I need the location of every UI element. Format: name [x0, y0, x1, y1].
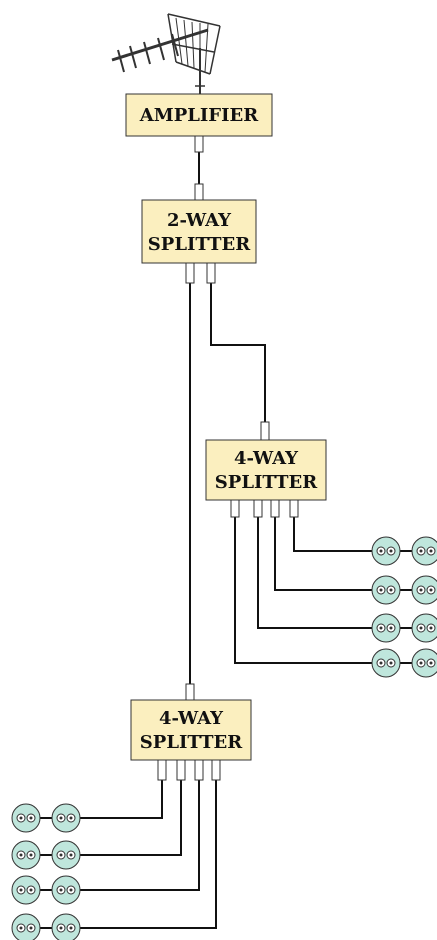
coax-plug-icon [289, 498, 299, 518]
coax-plug-icon [185, 683, 195, 701]
coax-plug-icon [253, 498, 263, 518]
wire-upper-out-1 [293, 515, 372, 552]
wire-upper-out-4 [234, 515, 372, 664]
wire-2way-to-upper-splitter [210, 280, 266, 440]
wall-outlet-icon [411, 613, 437, 643]
lower-four-way-splitter-box: 4-WAY SPLITTER [130, 699, 252, 761]
wall-outlet-icon [371, 648, 401, 678]
coax-plug-icon [194, 759, 204, 781]
lower-splitter-subtitle: SPLITTER [140, 732, 243, 753]
amplifier-label: AMPLIFIER [139, 105, 259, 126]
coax-wires [40, 136, 412, 929]
upper-four-way-splitter-box: 4-WAY SPLITTER [205, 439, 327, 501]
wire-upper-out-2 [274, 515, 372, 591]
two-way-splitter-box: 2-WAY SPLITTER [141, 199, 257, 264]
wall-outlet-icon [11, 840, 41, 870]
wall-outlet-icon [411, 575, 437, 605]
coax-plug-icon [157, 759, 167, 781]
upper-splitter-title: 4-WAY [234, 448, 299, 469]
coax-plug-icon [194, 135, 204, 153]
coax-plug-icon [206, 262, 216, 284]
wall-outlet-icon [371, 536, 401, 566]
wire-lower-out-4 [78, 778, 217, 929]
wall-outlet-icon [11, 803, 41, 833]
wire-lower-out-1 [78, 778, 163, 819]
two-way-splitter-subtitle: SPLITTER [148, 234, 251, 255]
coax-plug-icon [230, 498, 240, 518]
wire-lower-out-2 [78, 778, 182, 856]
upper-splitter-subtitle: SPLITTER [215, 472, 318, 493]
coax-plug-icon [176, 759, 186, 781]
wall-outlet-icon [51, 840, 81, 870]
wire-upper-out-3 [257, 515, 372, 629]
coax-plug-icon [211, 759, 221, 781]
wall-outlet-icon [11, 875, 41, 905]
amplifier-box: AMPLIFIER [125, 93, 273, 137]
upper-outlets [371, 536, 437, 678]
antenna-icon [111, 13, 221, 94]
wire-lower-out-3 [78, 778, 200, 891]
lower-splitter-title: 4-WAY [159, 708, 224, 729]
wall-outlet-icon [411, 536, 437, 566]
coax-plug-icon [185, 262, 195, 284]
two-way-splitter-title: 2-WAY [167, 210, 232, 231]
wall-outlet-icon [371, 575, 401, 605]
lower-outlets [11, 803, 81, 940]
coax-plug-icon [260, 421, 270, 441]
coax-plug-icon [270, 498, 280, 518]
wall-outlet-icon [51, 803, 81, 833]
wall-outlet-icon [11, 913, 41, 940]
wall-outlet-icon [51, 875, 81, 905]
wall-outlet-icon [51, 913, 81, 940]
coax-plug-icon [194, 183, 204, 201]
wall-outlet-icon [371, 613, 401, 643]
wall-outlet-icon [411, 648, 437, 678]
